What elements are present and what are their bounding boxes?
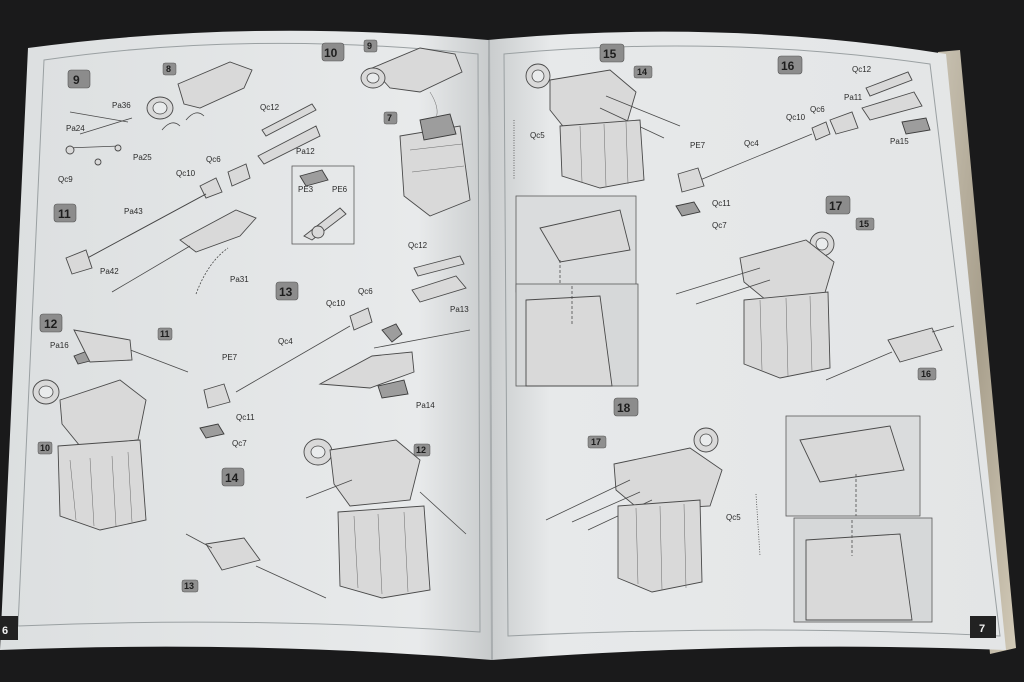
part-label: Qc6	[358, 287, 373, 296]
ref-number: 16	[921, 369, 931, 379]
part-label: PE7	[222, 353, 238, 362]
page-number-left: 6	[2, 625, 8, 637]
step-11: Qc12 Pa12 Qc6 Qc10 11 Pa43 Pa42 PE3 PE6	[53, 103, 355, 295]
part-label: PE6	[332, 185, 348, 194]
part-label: Qc6	[810, 105, 825, 114]
step-16: 16 Qc12 Pa11 Qc6 Qc10 Qc4 PE7 Qc11 Qc7 P…	[675, 55, 931, 230]
ref-number: 13	[184, 581, 194, 591]
part-label: Pa42	[100, 267, 119, 276]
step-9: 9 8 Pa36 Pa24 Pa25 Qc9	[58, 61, 253, 184]
ref-number: 8	[166, 64, 171, 74]
step-17: 17 15 16	[675, 195, 955, 381]
ref-number: 10	[40, 443, 50, 453]
part-label: Pa12	[296, 147, 315, 156]
step-12: 12 Pa16 11 10	[32, 313, 189, 531]
part-label: Qc4	[744, 139, 759, 148]
ref-number: 12	[416, 445, 426, 455]
step-number: 11	[58, 207, 71, 221]
part-label: Pa13	[450, 305, 469, 314]
part-label: Pa11	[844, 93, 863, 102]
page-number-right: 7	[979, 623, 985, 635]
part-label: Qc5	[530, 131, 545, 140]
ref-number: 9	[367, 41, 372, 51]
step-10: 10 9 7	[321, 39, 471, 217]
ref-number: 11	[160, 329, 170, 339]
part-label: Qc4	[278, 337, 293, 346]
part-label: Qc7	[232, 439, 247, 448]
step-number: 13	[279, 285, 293, 299]
part-label: Qc10	[326, 299, 346, 308]
part-label: Pa36	[112, 101, 131, 110]
part-label: Qc7	[712, 221, 727, 230]
ref-number: 7	[387, 113, 392, 123]
part-label: PE7	[690, 141, 706, 150]
step-number: 15	[603, 47, 617, 61]
ref-number: 15	[859, 219, 869, 229]
part-label: Qc12	[852, 65, 872, 74]
ref-number: 17	[591, 437, 601, 447]
ref-number: 14	[637, 67, 647, 77]
step-13: 13 Qc12 Qc6 Pa13 Qc10 Qc4 PE7 Qc11 Qc7 P…	[199, 241, 471, 448]
part-label: Qc6	[206, 155, 221, 164]
step-14: 14 12 13	[181, 438, 467, 599]
step-number: 14	[225, 471, 239, 485]
step-number: 10	[324, 46, 338, 60]
part-label: Pa15	[890, 137, 909, 146]
step-number: 9	[73, 73, 80, 87]
part-label: Pa14	[416, 401, 435, 410]
right-page: 15 14 Qc5 16 Qc12 Pa	[488, 31, 1006, 661]
part-label: PE3	[298, 185, 314, 194]
part-label: Qc10	[176, 169, 196, 178]
step-number: 18	[617, 401, 631, 415]
part-label: Pa43	[124, 207, 143, 216]
step-number: 17	[829, 199, 843, 213]
part-label: Qc12	[408, 241, 428, 250]
part-label: Qc9	[58, 175, 73, 184]
part-label: Qc11	[712, 199, 731, 208]
part-label: Pa31	[230, 275, 249, 284]
part-label: Qc11	[236, 413, 255, 422]
part-label: Qc10	[786, 113, 806, 122]
step-number: 12	[44, 317, 58, 331]
part-label: Pa25	[133, 153, 152, 162]
left-page: 9 8 Pa36 Pa24 Pa25 Qc9 10 9	[0, 30, 492, 660]
part-label: Qc12	[260, 103, 280, 112]
step-18: 18 17 Qc5	[545, 397, 933, 623]
step-15: 15 14 Qc5	[513, 43, 681, 387]
part-label: Pa16	[50, 341, 69, 350]
part-label: Qc5	[726, 513, 741, 522]
spine	[488, 39, 493, 661]
step-number: 16	[781, 59, 795, 73]
part-label: Pa24	[66, 124, 85, 133]
